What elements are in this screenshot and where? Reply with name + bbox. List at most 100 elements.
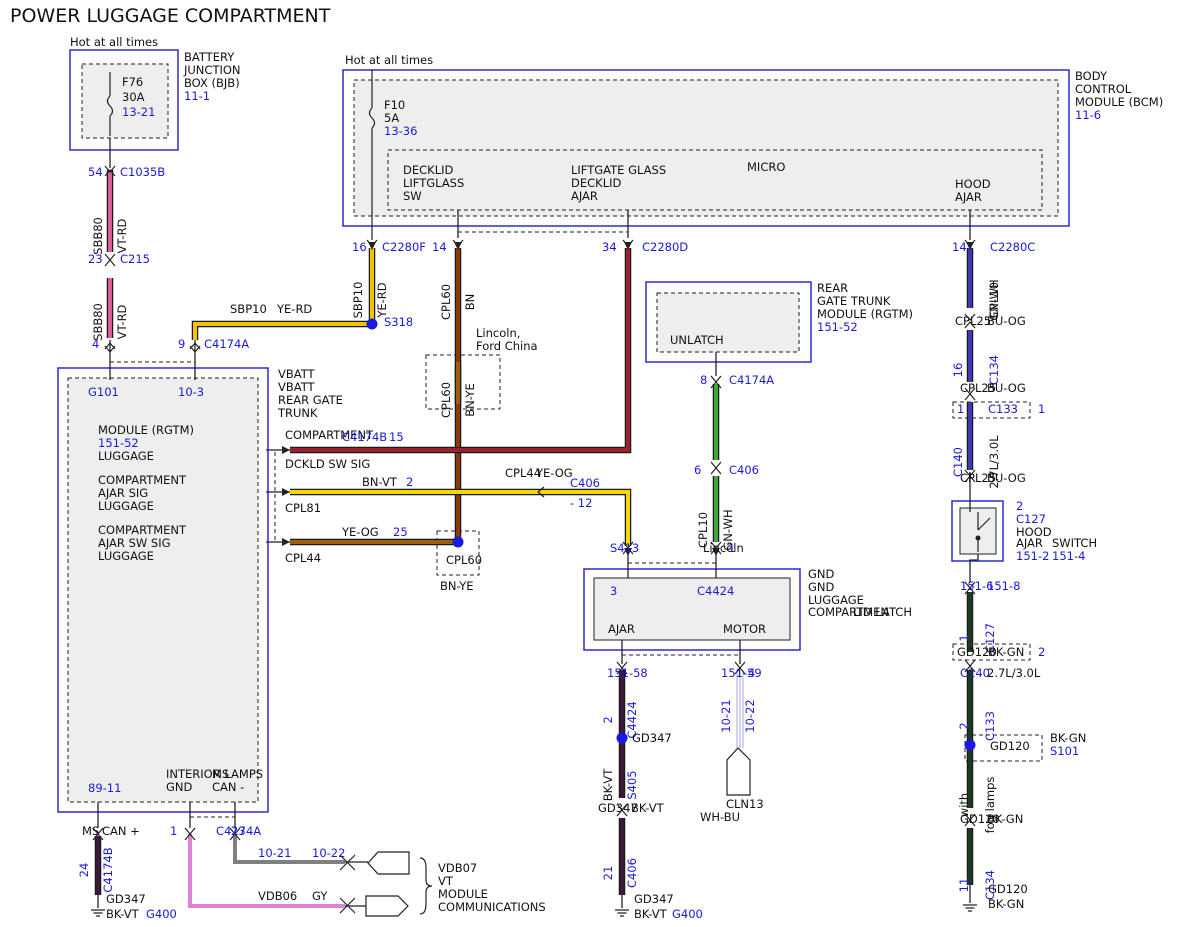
diagram-label: CPL10 [696,512,710,548]
connector-chevron [189,345,201,353]
diagram-label: 21 [601,866,615,881]
c140-option-bottom [952,643,1031,661]
wire-cln13 [736,670,744,748]
c140-option-top [952,401,1031,419]
diagram-label: GY [312,889,328,903]
diagram-label: HOOD [1016,525,1052,539]
diagram-label: 8 [700,373,707,387]
diagram-label: SBB80 [91,303,105,341]
diagram-label: 151-58 [607,666,648,680]
connector-chevron [537,486,545,498]
diagram-label: AJAR [571,189,598,203]
diagram-label: BODY [1075,69,1108,83]
diagram-label: COMPARTMENT [98,473,187,487]
diagram-label: BOX (BJB) [184,76,240,90]
diagram-label: JUNCTION [183,63,241,77]
diagram-label: GN-WH [721,509,735,550]
diagram-label: 13-21 [122,105,155,119]
diagram-label: SWITCH [1052,536,1097,550]
diagram-label: C4174B [101,847,115,892]
diagram-label: BK-GN [1050,731,1086,745]
diagram-label: C2280F [382,240,426,254]
rgtm-top-inner [656,292,800,353]
diagram-label: MS [82,824,99,838]
connector-chevron [964,819,976,827]
diagram-label: 24 [77,863,91,878]
diagram-label: SW [403,189,422,203]
splice-dot-icon [366,318,378,330]
diagram-label: MODULE (BCM) [1075,95,1163,109]
diagram-label: 14-17 [0,0,33,3]
diagram-label: 14 [952,240,967,254]
network-connector-icon [365,895,409,917]
diagram-label: 1 [728,541,735,555]
connector-chevron [964,665,976,673]
diagram-label: 10-22 [312,846,345,860]
diagram-label: VDB07 [438,861,477,875]
diagram-label: 4 [748,666,755,680]
diagram-label: GD347 [632,731,672,745]
diagram-label: BN-YE [440,579,474,593]
diagram-label: C406 [570,476,600,490]
diagram-label: 13-36 [384,124,417,138]
diagram-labels: Hot at all timesF7630A13-21BATTERYJUNCTI… [0,0,1163,921]
diagram-label: COMPARTMENT [808,605,897,619]
diagram-label: AJAR SIG [98,486,148,500]
diagram-label: CPL10 [987,282,1001,318]
diagram-label: 10-21 [258,846,291,860]
diagram-label: Hot at all times [345,53,433,67]
wire-sbp10 [193,248,374,340]
diagram-label: VT-RD [115,218,129,253]
diagram-label: 6 [694,463,701,477]
diagram-label: 16 [951,363,965,378]
diagram-label: with [957,793,971,817]
connector-chevron [710,381,722,389]
arrow-icon [712,548,720,556]
diagram-label: GN-WH [987,279,1001,320]
diagram-label: 23 [88,252,103,266]
diagram-label: BK-VT [634,907,668,921]
diagram-label: CPL81 [285,501,321,515]
diagram-label: S405 [625,770,639,799]
diagram-label: GD120 [960,812,1000,826]
arrow-icon [282,538,290,546]
diagram-label: BN-VT [362,475,398,489]
diagram-label: 2.7L/3.0L [987,435,1001,489]
diagram-label: VT-RD [115,304,129,339]
wire-cpl44 [290,490,630,546]
arrow-icon [282,488,290,496]
diagram-label: C134 [987,355,1001,385]
diagram-label: GND [166,780,193,794]
diagram-label: GND [808,567,835,581]
splice-dot-icon [616,732,628,744]
diagram-label: GD120 [957,645,997,659]
diagram-label: INTERIOR LAMPS [166,767,263,781]
diagram-label: 11-1 [184,89,210,103]
connector-chevron [964,393,976,401]
diagram-label: fog lamps [983,777,997,834]
diagram-label: 2 [1038,645,1045,659]
diagram-label: C2280D [642,240,688,254]
diagram-label: C406 [625,858,639,888]
connector-chevron [92,833,104,841]
diagram-label: AJAR [608,622,635,636]
diagram-label: 16 [352,240,367,254]
connector-chevron [104,345,116,353]
diagram-label: AJAR [955,190,982,204]
diagram-label: BATTERY [184,50,235,64]
latch-inner [593,577,791,641]
diagram-label: 89-11 [88,781,121,795]
diagram-label: REAR GATE [278,393,343,407]
diagram-label: CPL60 [439,284,453,320]
diagram-label: GND [808,580,835,594]
diagram-label: CPL44 [285,551,321,565]
diagram-label: S413 [610,541,639,555]
diagram-label: 151-2 [1016,549,1049,563]
diagram-label: DECKLID [403,163,453,177]
diagram-label: CPL60 [439,382,453,418]
diagram-label: 10-3 [178,385,204,399]
diagram-label: NETWORK [0,0,59,3]
connector-chevron [104,169,116,177]
diagram-label: GD120 [988,882,1028,896]
